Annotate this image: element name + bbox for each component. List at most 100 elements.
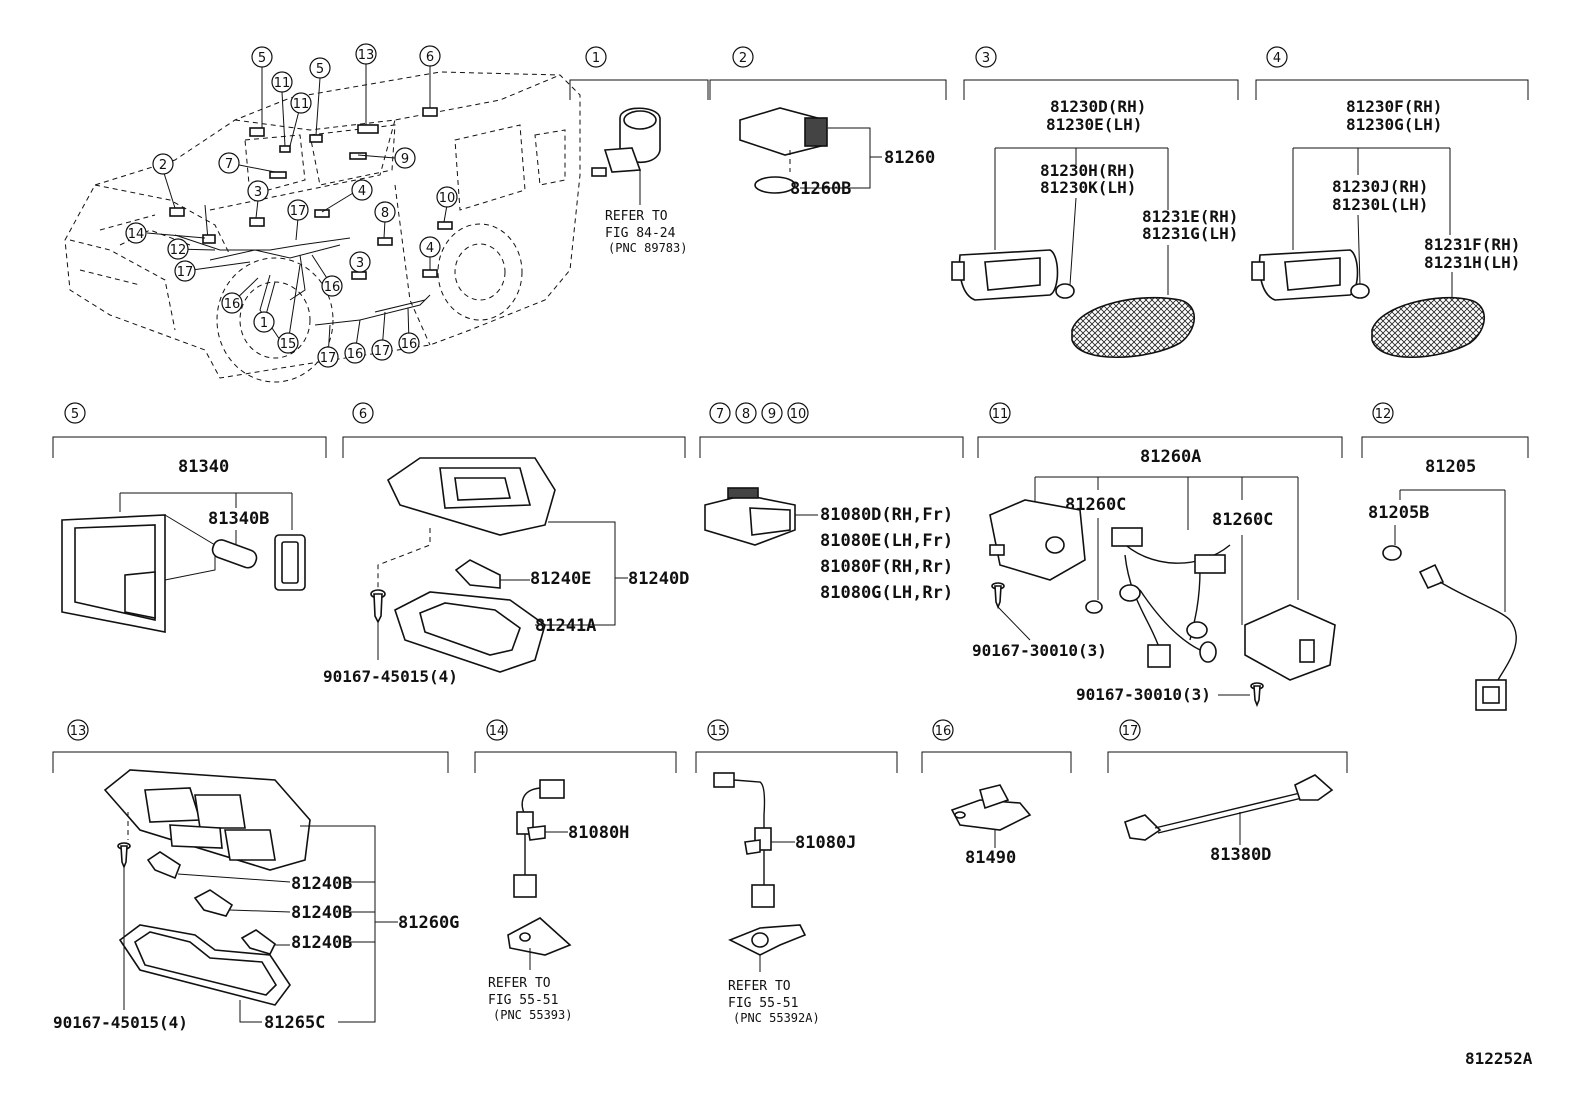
callout-10: 10: [436, 186, 458, 208]
section-11: 11 81260A 81260C 81260C: [972, 402, 1343, 708]
s6-part-lens: 81241A: [535, 616, 596, 636]
s14-ref-line3: (PNC 55393): [493, 1008, 572, 1022]
s4-part-b2: 81230L(LH): [1332, 195, 1428, 214]
svg-text:16: 16: [401, 337, 418, 352]
svg-text:17: 17: [290, 204, 307, 219]
vehicle-callouts: 5 11 5 13 6 11 7 9 2 3 17 4 8 10 14 12 1…: [125, 43, 458, 368]
s6-part-bulb: 81240E: [530, 569, 591, 589]
callout-16-a: 16: [221, 292, 243, 314]
callout-4-a: 4: [351, 179, 373, 201]
section-16-callout: 16: [935, 724, 952, 739]
svg-text:8: 8: [381, 206, 389, 221]
s11-part-screw2: 90167-30010(3): [1076, 685, 1211, 704]
svg-text:17: 17: [320, 351, 337, 366]
callout-16-c: 16: [344, 342, 366, 364]
section-8-callout: 8: [742, 407, 750, 422]
s4-part-b1: 81230J(RH): [1332, 177, 1428, 196]
s7-part-1: 81080D(RH,Fr): [820, 505, 953, 525]
svg-text:7: 7: [225, 157, 233, 172]
s4-part-c2: 81231H(LH): [1424, 253, 1520, 272]
section-17: 17 81380D: [1107, 719, 1348, 865]
callout-17-c: 17: [317, 346, 339, 368]
switch-body-icon: [739, 107, 828, 194]
s14-ref-line2: FIG 55-51: [488, 993, 558, 1008]
callout-17-d: 17: [371, 339, 393, 361]
callout-5-b: 5: [309, 57, 331, 79]
s13-part-main: 81260G: [398, 913, 459, 933]
s14-ref-line1: REFER TO: [488, 976, 551, 991]
wire-assembly-icon: [1124, 774, 1334, 841]
bulb-icon: [1055, 283, 1075, 299]
callout-12: 12: [167, 238, 189, 260]
callout-11-a: 11: [271, 71, 293, 93]
s13-part-lens: 81265C: [264, 1013, 325, 1033]
bulb-icon-2: [193, 889, 234, 917]
lens-icon-2: [1371, 296, 1485, 358]
s1-ref-line3: (PNC 89783): [608, 241, 687, 255]
section-13: 13 81260G 81240B 81240B 81240B 81265C: [52, 719, 459, 1033]
section-1-callout: 1: [592, 51, 600, 66]
callout-13: 13: [355, 43, 377, 65]
s2-part-sub: 81260B: [790, 179, 851, 199]
callout-11-b: 11: [290, 92, 312, 114]
wire-harness-icon: [1111, 527, 1231, 668]
s7-part-4: 81080G(LH,Rr): [820, 583, 953, 603]
relay-box-icon: [989, 499, 1086, 581]
section-4-callout: 4: [1273, 51, 1281, 66]
s3-part-a2: 81230E(LH): [1046, 115, 1142, 134]
s14-part-main: 81080H: [568, 823, 629, 843]
s1-ref-line1: REFER TO: [605, 209, 668, 224]
callout-5-a: 5: [251, 46, 273, 68]
section-13-callout: 13: [70, 724, 87, 739]
svg-text:12: 12: [170, 243, 187, 258]
s13-part-screw: 90167-45015(4): [53, 1013, 188, 1032]
s4-part-a1: 81230F(RH): [1346, 97, 1442, 116]
s5-part-sub: 81340B: [208, 509, 269, 529]
section-4: 4 81230F(RH) 81230G(LH) 81230J(RH) 81230…: [1251, 46, 1529, 358]
section-16: 16 81490: [921, 719, 1072, 868]
section-11-callout: 11: [992, 407, 1009, 422]
diagram-id: 812252A: [1465, 1049, 1533, 1068]
svg-text:3: 3: [356, 256, 364, 271]
s13-part-b2: 81240B: [291, 903, 352, 923]
s13-part-b1: 81240B: [291, 874, 352, 894]
callout-16-b: 16: [321, 275, 343, 297]
dome-lamp-icon: [386, 457, 556, 536]
s6-part-main: 81240D: [628, 569, 689, 589]
s1-ref-line2: FIG 84-24: [605, 226, 676, 241]
bulb-icon-3: [240, 929, 277, 955]
svg-text:16: 16: [324, 280, 341, 295]
svg-text:17: 17: [177, 265, 194, 280]
section-2: 2 81260 81260B: [709, 46, 947, 199]
s15-ref-line1: REFER TO: [728, 979, 791, 994]
section-2-callout: 2: [739, 51, 747, 66]
screw-icon: [117, 842, 131, 870]
svg-text:10: 10: [439, 191, 456, 206]
s11-part-c-right: 81260C: [1212, 510, 1273, 530]
door-switch-icon: [950, 784, 1032, 831]
s3-part-b2: 81230K(LH): [1040, 178, 1136, 197]
s7-part-2: 81080E(LH,Fr): [820, 531, 953, 551]
s2-part-main: 81260: [884, 148, 935, 168]
callout-9: 9: [394, 147, 416, 169]
screw-icon-2: [1250, 682, 1264, 708]
s11-part-screw1: 90167-30010(3): [972, 641, 1107, 660]
harness-connector-icon-2: [713, 772, 775, 908]
section-15: 15 81080J REFER TO FIG 55-51 (PNC 55392A…: [695, 719, 898, 1025]
callout-1: 1: [253, 311, 275, 333]
bulb-icon-2: [1199, 641, 1217, 663]
callout-6: 6: [419, 45, 441, 67]
section-15-callout: 15: [710, 724, 727, 739]
s7-part-3: 81080F(RH,Rr): [820, 557, 953, 577]
section-12-callout: 12: [1375, 407, 1392, 422]
bulb-icon: [1085, 600, 1103, 614]
callout-8: 8: [374, 201, 396, 223]
screw-icon: [991, 582, 1005, 610]
svg-text:15: 15: [280, 337, 297, 352]
svg-text:1: 1: [260, 316, 268, 331]
svg-text:13: 13: [358, 48, 375, 63]
section-10-callout: 10: [790, 407, 807, 422]
s3-part-a1: 81230D(RH): [1050, 97, 1146, 116]
